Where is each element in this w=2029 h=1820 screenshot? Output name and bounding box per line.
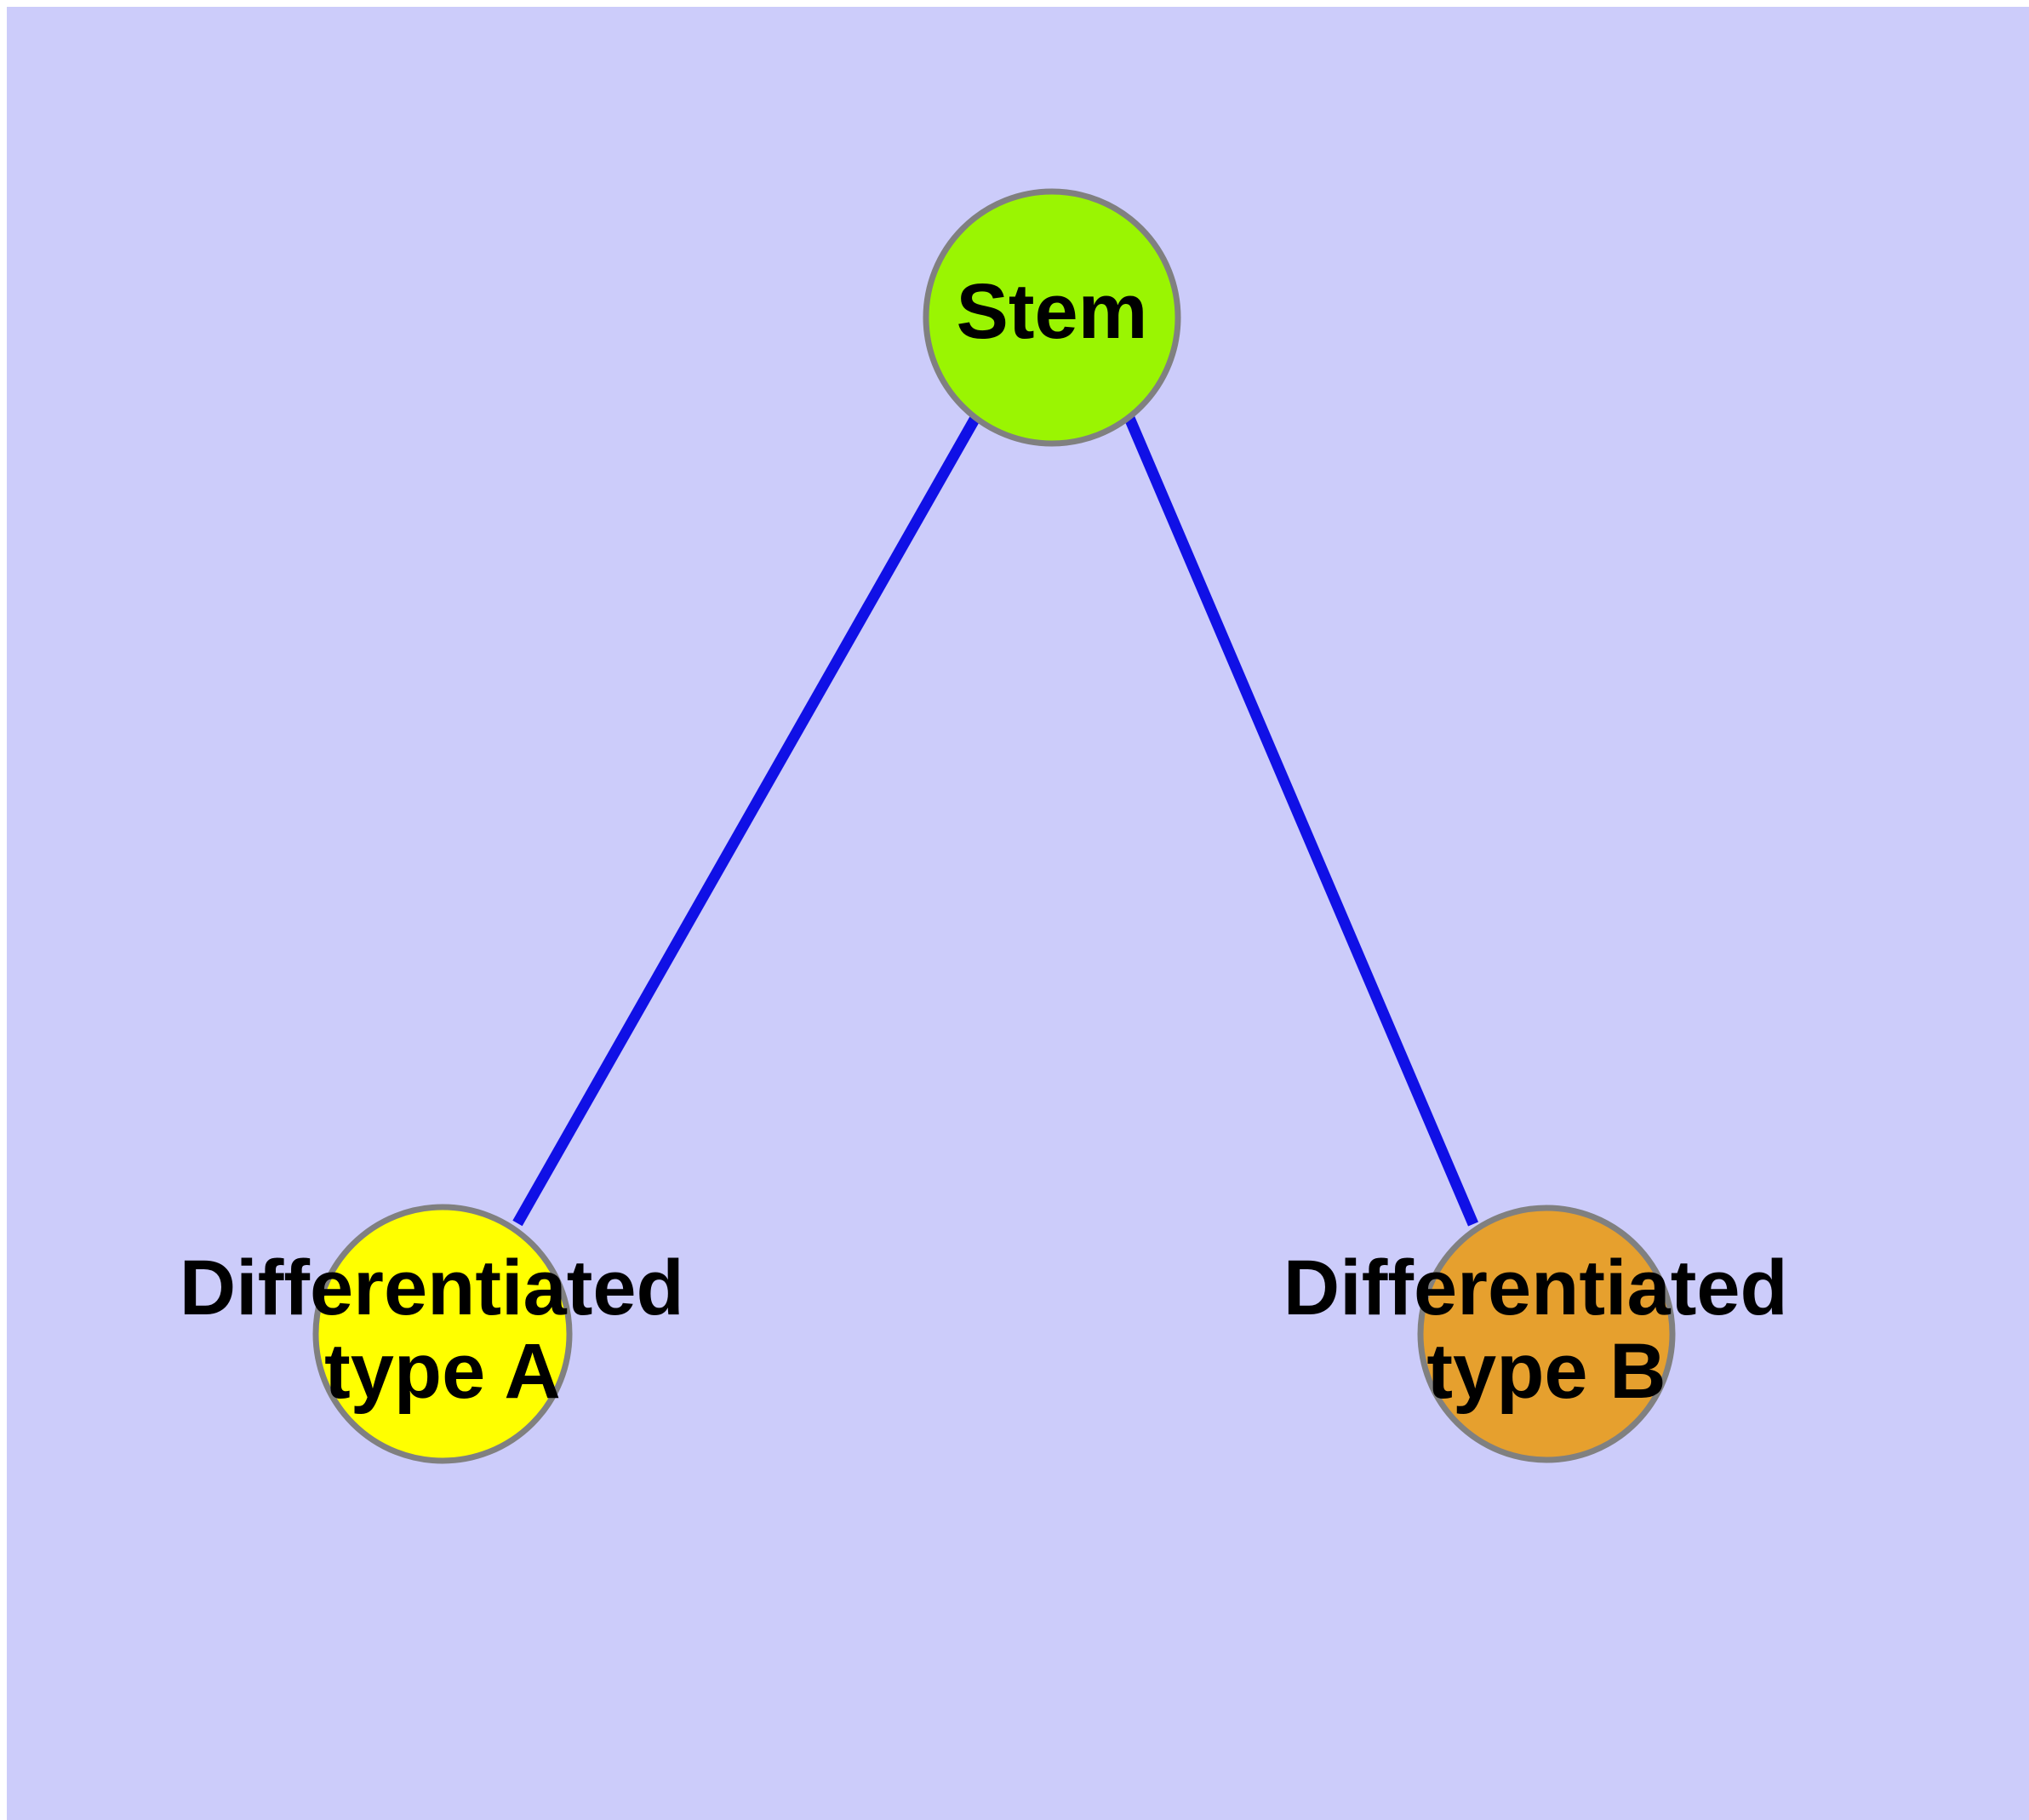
node-diff-b-label: Differentiated type B [1283,1245,1810,1415]
edge-stem-diff-b[interactable] [1124,415,1478,1227]
node-diff-b-circle[interactable] [1417,1205,1676,1463]
node-stem-label-line-0: Stem [957,268,1148,355]
node-stem-label: Stem [957,268,1148,355]
node-diff-b[interactable]: Differentiated type B [1283,1205,1810,1463]
edge-layer [512,415,1478,1227]
node-diff-b-label-line-0: Differentiated [1283,1245,1788,1331]
node-stem-circle[interactable] [923,188,1181,447]
node-stem[interactable]: Stem [923,188,1181,447]
node-diff-a-label: Differentiated type A [180,1245,706,1415]
node-diff-a-label-line-1: type A [324,1328,561,1415]
node-diff-a-label-line-0: Differentiated [180,1245,684,1331]
edge-stem-diff-a[interactable] [512,415,980,1227]
node-diff-a[interactable]: Differentiated type A [180,1204,706,1464]
node-diff-b-label-line-1: type B [1426,1328,1666,1415]
node-diff-a-circle[interactable] [312,1204,573,1464]
